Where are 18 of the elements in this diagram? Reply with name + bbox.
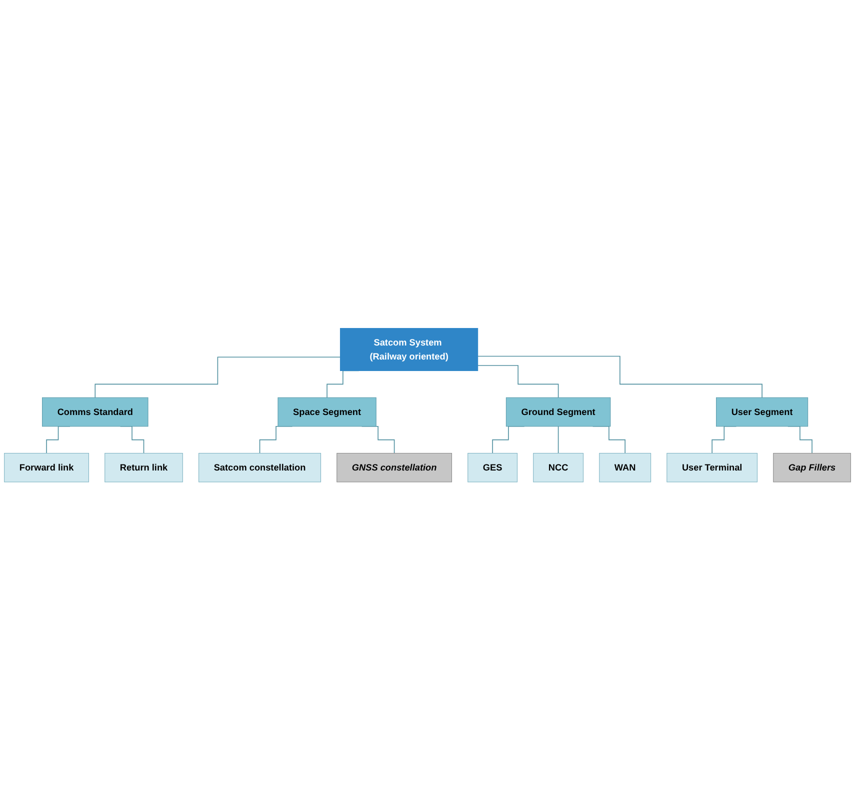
node-box: User Terminal (666, 453, 758, 483)
node-box: Space Segment (278, 398, 376, 427)
node-box: NCC (533, 453, 584, 483)
node-box: Satcom constellation (198, 453, 322, 483)
connector (477, 356, 762, 398)
node-box: Comms Standard (42, 398, 148, 427)
node-box: Forward link (4, 453, 89, 483)
connector (477, 365, 559, 398)
node-box: Satcom System (Railway oriented) (340, 328, 478, 372)
connector (94, 357, 341, 398)
node-box: User Segment (716, 398, 808, 427)
connector (558, 426, 559, 454)
node-box: GNSS constellation (336, 453, 452, 483)
node-box: Ground Segment (506, 398, 611, 427)
node-box: GES (468, 453, 518, 483)
node-box: Return link (104, 453, 183, 483)
node-box: Gap Fillers (773, 453, 851, 483)
node-box: WAN (599, 453, 652, 483)
